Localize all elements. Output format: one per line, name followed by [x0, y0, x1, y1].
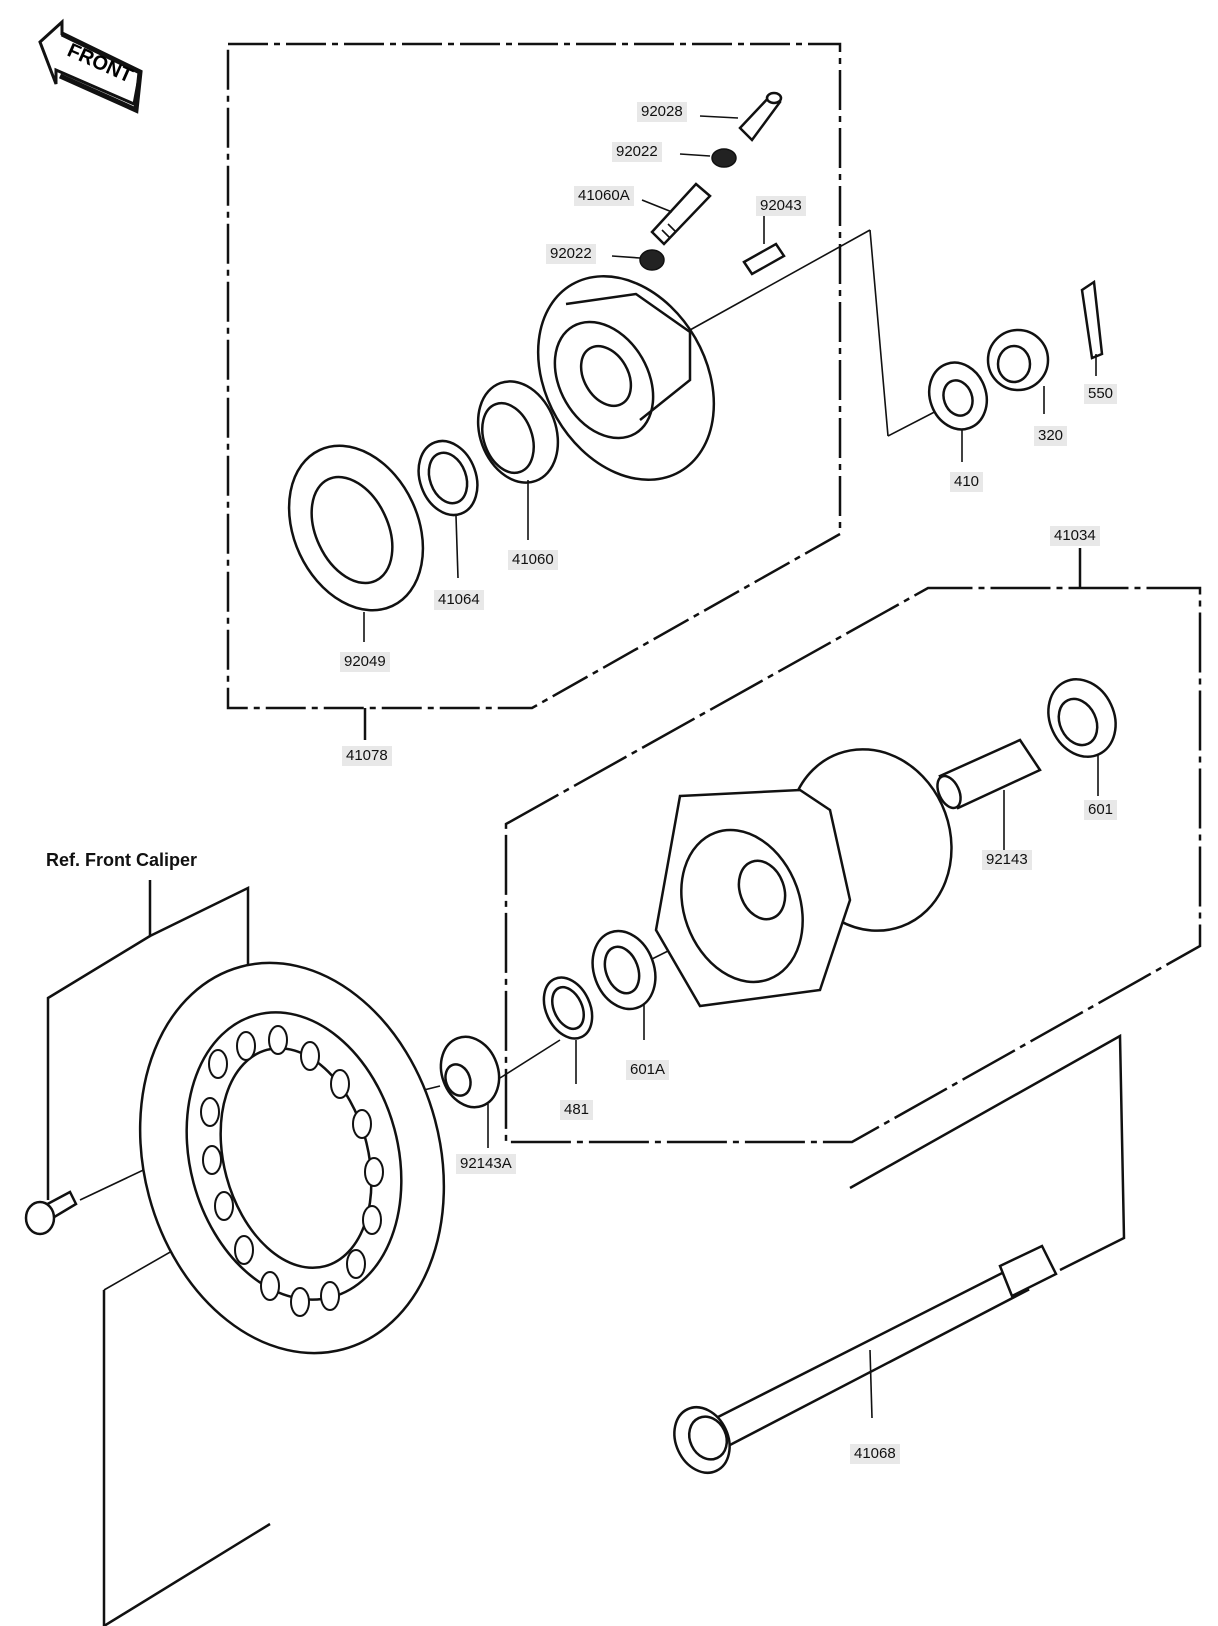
- part-601A-bearing: [591, 929, 657, 1040]
- label-41060A: 41060A: [574, 186, 634, 206]
- label-92049: 92049: [340, 652, 390, 672]
- label-92022-lower: 92022: [546, 244, 596, 264]
- part-410-washer: [927, 361, 989, 462]
- label-320: 320: [1034, 426, 1068, 446]
- label-41078: 41078: [342, 746, 392, 766]
- axle-bracket: [849, 1033, 1126, 1272]
- label-92143A: 92143A: [456, 1154, 516, 1174]
- disc-holes: [200, 1025, 384, 1317]
- part-92022-washer-lower: [611, 249, 665, 271]
- label-550: 550: [1084, 384, 1118, 404]
- part-92049-oil-seal: [287, 444, 425, 642]
- label-410: 410: [950, 472, 984, 492]
- part-92028-grease-nipple: [699, 91, 783, 142]
- part-92043-pin: [742, 216, 786, 276]
- part-92143-spacer: [936, 738, 1042, 852]
- label-92043: 92043: [756, 196, 806, 216]
- label-41064: 41064: [434, 590, 484, 610]
- label-481: 481: [560, 1100, 594, 1120]
- group-outline-41078: [226, 42, 842, 740]
- reference-label: Ref. Front Caliper: [46, 850, 198, 870]
- part-320-castle-nut: [986, 328, 1050, 414]
- part-hub: [654, 748, 953, 1008]
- part-brake-disc: [138, 961, 446, 1355]
- label-92028: 92028: [637, 102, 687, 122]
- part-41064-washer: [417, 439, 479, 579]
- label-601A: 601A: [626, 1060, 670, 1080]
- part-601-bearing: [1047, 678, 1117, 796]
- caliper-ref-bracket: [46, 880, 271, 1626]
- part-41060A-drive-gear: [641, 182, 712, 246]
- label-41060: 41060: [508, 550, 558, 570]
- label-601: 601: [1084, 800, 1118, 820]
- label-41034: 41034: [1050, 526, 1100, 546]
- label-41068: 41068: [850, 1444, 900, 1464]
- label-92143: 92143: [982, 850, 1032, 870]
- label-92022-top: 92022: [612, 142, 662, 162]
- part-41060-gear: [476, 380, 560, 540]
- part-92143A-collar: [439, 1035, 501, 1148]
- part-gear-housing: [536, 275, 716, 481]
- part-41068-axle: [673, 1244, 1058, 1474]
- part-550-cotter-pin: [1080, 279, 1104, 376]
- part-disc-bolt: [24, 1190, 78, 1236]
- part-481-circlip: [542, 976, 594, 1084]
- front-arrow-icon: FRONT: [38, 18, 143, 114]
- part-92022-washer-top: [679, 148, 737, 168]
- group-outline-41034: [504, 548, 1202, 1144]
